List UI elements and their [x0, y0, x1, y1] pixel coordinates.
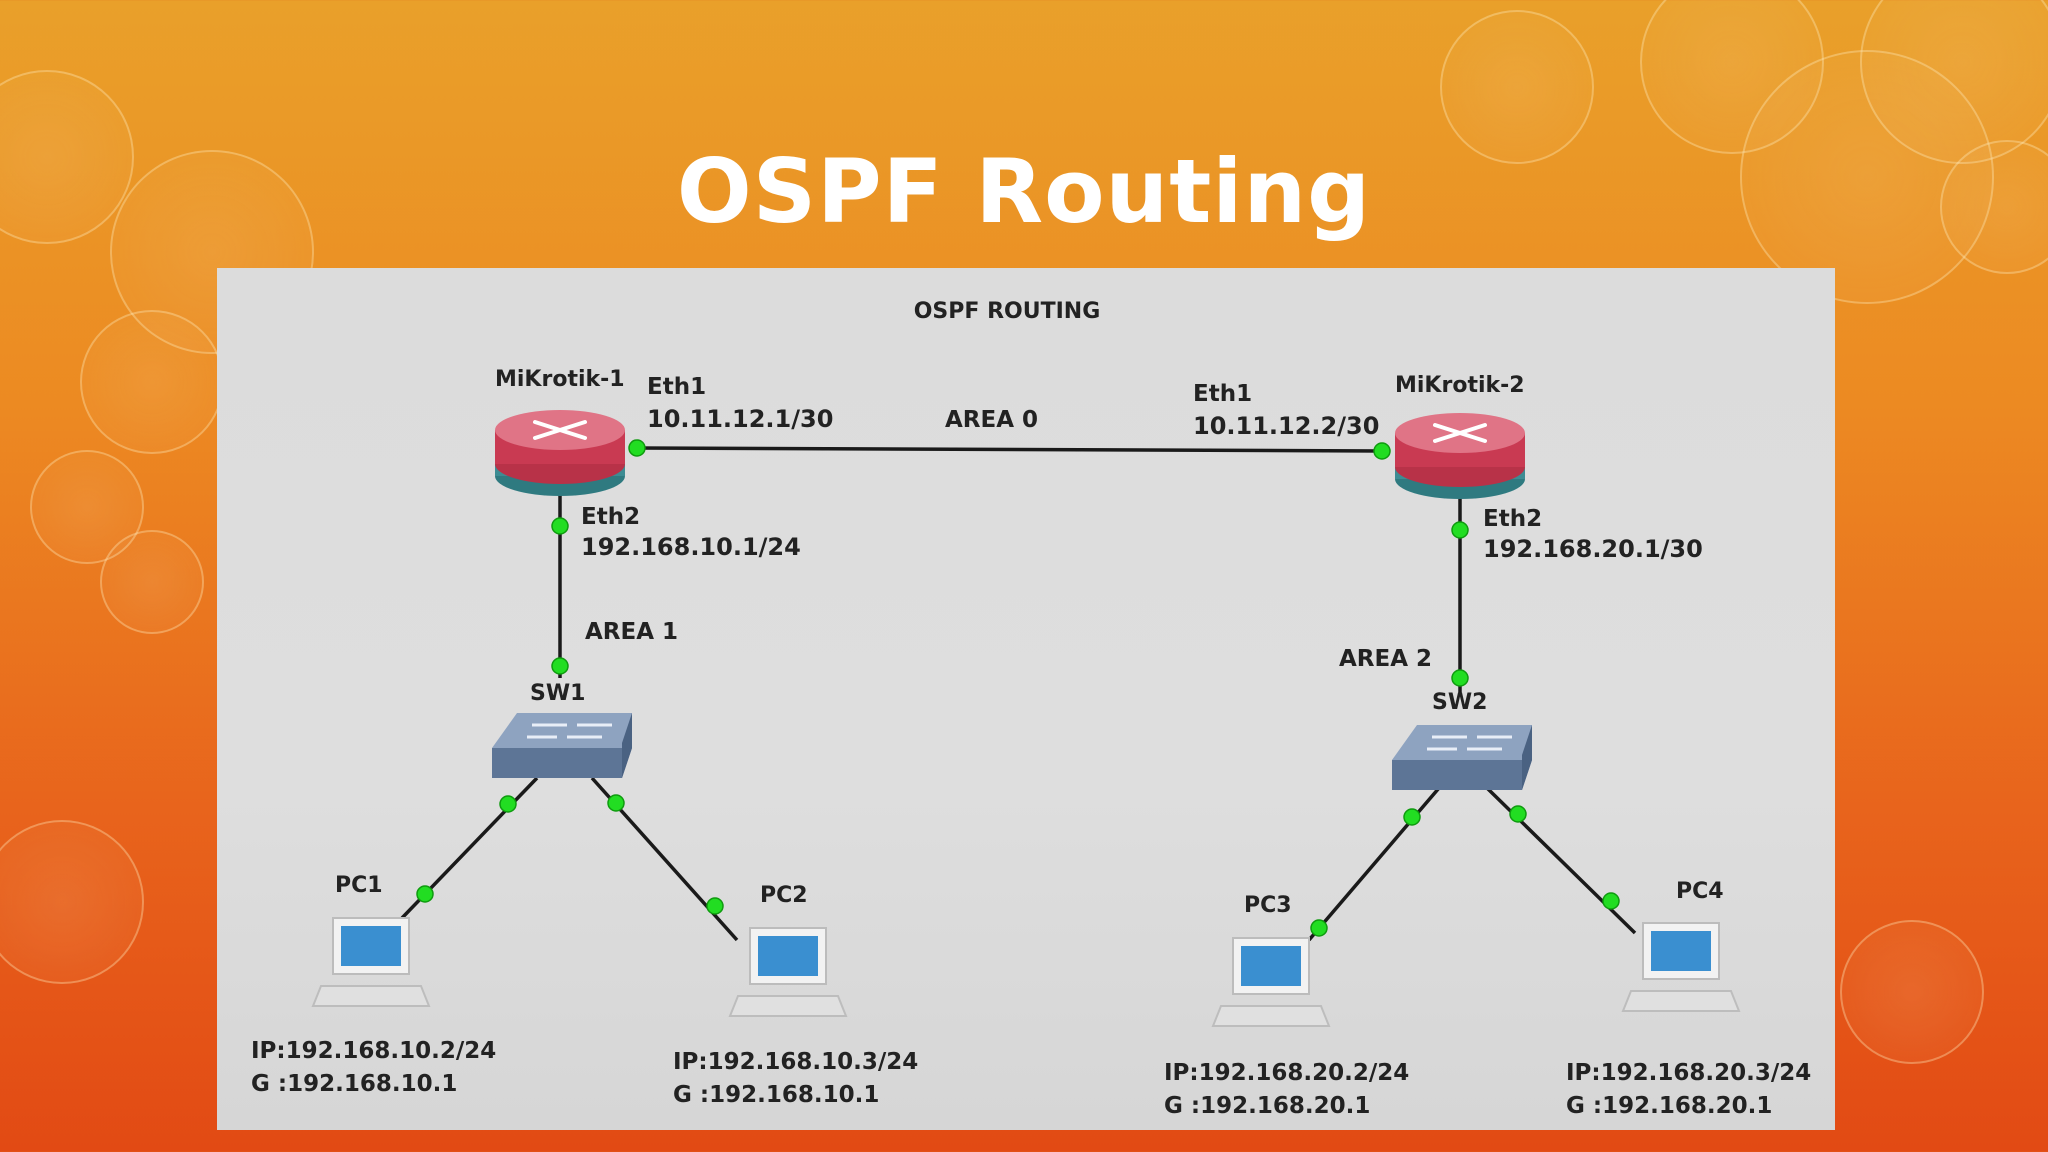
pc-gateway: G :192.168.20.1 [1566, 1093, 1772, 1119]
interface-label: Eth1 [647, 374, 706, 400]
pc-ip: IP:192.168.20.2/24 [1164, 1060, 1409, 1086]
switch-icon [492, 713, 632, 778]
router-icon [1395, 413, 1525, 499]
router-name: MiKrotik-1 [495, 367, 625, 392]
pc-name: PC1 [335, 873, 383, 898]
port-dot [1451, 669, 1469, 687]
area-label: AREA 0 [945, 407, 1038, 433]
background-bubble [1840, 920, 1984, 1064]
port-dot [499, 795, 517, 813]
interface-ip: 10.11.12.1/30 [647, 405, 833, 433]
ports [416, 439, 1620, 937]
background-bubble [0, 820, 144, 984]
port-dot [416, 885, 434, 903]
interface-ip: 10.11.12.2/30 [1193, 412, 1379, 440]
background-bubble [100, 530, 204, 634]
port-dot [1403, 808, 1421, 826]
port-dot [1310, 919, 1328, 937]
pc-name: PC4 [1676, 879, 1724, 904]
network-diagram: OSPF ROUTING [217, 268, 1835, 1130]
pc-gateway: G :192.168.10.1 [673, 1082, 879, 1108]
background-bubble [1440, 10, 1594, 164]
router-name: MiKrotik-2 [1395, 373, 1525, 398]
pc-icon [1211, 937, 1331, 1027]
background-bubble [80, 310, 224, 454]
pc-icon [1621, 922, 1741, 1012]
pc-icon [728, 927, 848, 1017]
interface-ip: 192.168.10.1/24 [581, 533, 801, 561]
link-sw2-pc3 [1307, 786, 1441, 942]
port-dot [1602, 892, 1620, 910]
port-dot [551, 517, 569, 535]
interface-ip: 192.168.20.1/30 [1483, 535, 1703, 563]
diagram-heading: OSPF ROUTING [914, 299, 1101, 324]
pc-ip: IP:192.168.10.3/24 [673, 1049, 918, 1075]
link-router1-router2 [636, 446, 1383, 453]
switch-name: SW1 [530, 681, 585, 706]
area-label: AREA 2 [1339, 646, 1432, 672]
pc-icon [311, 917, 431, 1007]
pc-name: PC3 [1244, 893, 1292, 918]
router-icon [495, 410, 625, 496]
port-dot [551, 657, 569, 675]
port-dot [607, 794, 625, 812]
slide-title: OSPF Routing [676, 140, 1372, 243]
interface-label: Eth2 [581, 504, 640, 530]
background-bubble [0, 70, 134, 244]
port-dot [628, 439, 646, 457]
interface-label: Eth1 [1193, 381, 1252, 407]
switch-name: SW2 [1432, 690, 1487, 715]
port-dot [1451, 521, 1469, 539]
switch-icon [1392, 725, 1532, 790]
interface-label: Eth2 [1483, 506, 1542, 532]
pc-gateway: G :192.168.10.1 [251, 1071, 457, 1097]
port-dot [1373, 442, 1391, 460]
link-sw2-pc4 [1485, 786, 1637, 935]
area-label: AREA 1 [585, 619, 678, 645]
diagram-canvas: OSPF ROUTING [251, 299, 1811, 1119]
port-dot [1509, 805, 1527, 823]
pc-name: PC2 [760, 883, 808, 908]
pc-ip: IP:192.168.20.3/24 [1566, 1060, 1811, 1086]
pc-gateway: G :192.168.20.1 [1164, 1093, 1370, 1119]
port-dot [706, 897, 724, 915]
pc-ip: IP:192.168.10.2/24 [251, 1038, 496, 1064]
